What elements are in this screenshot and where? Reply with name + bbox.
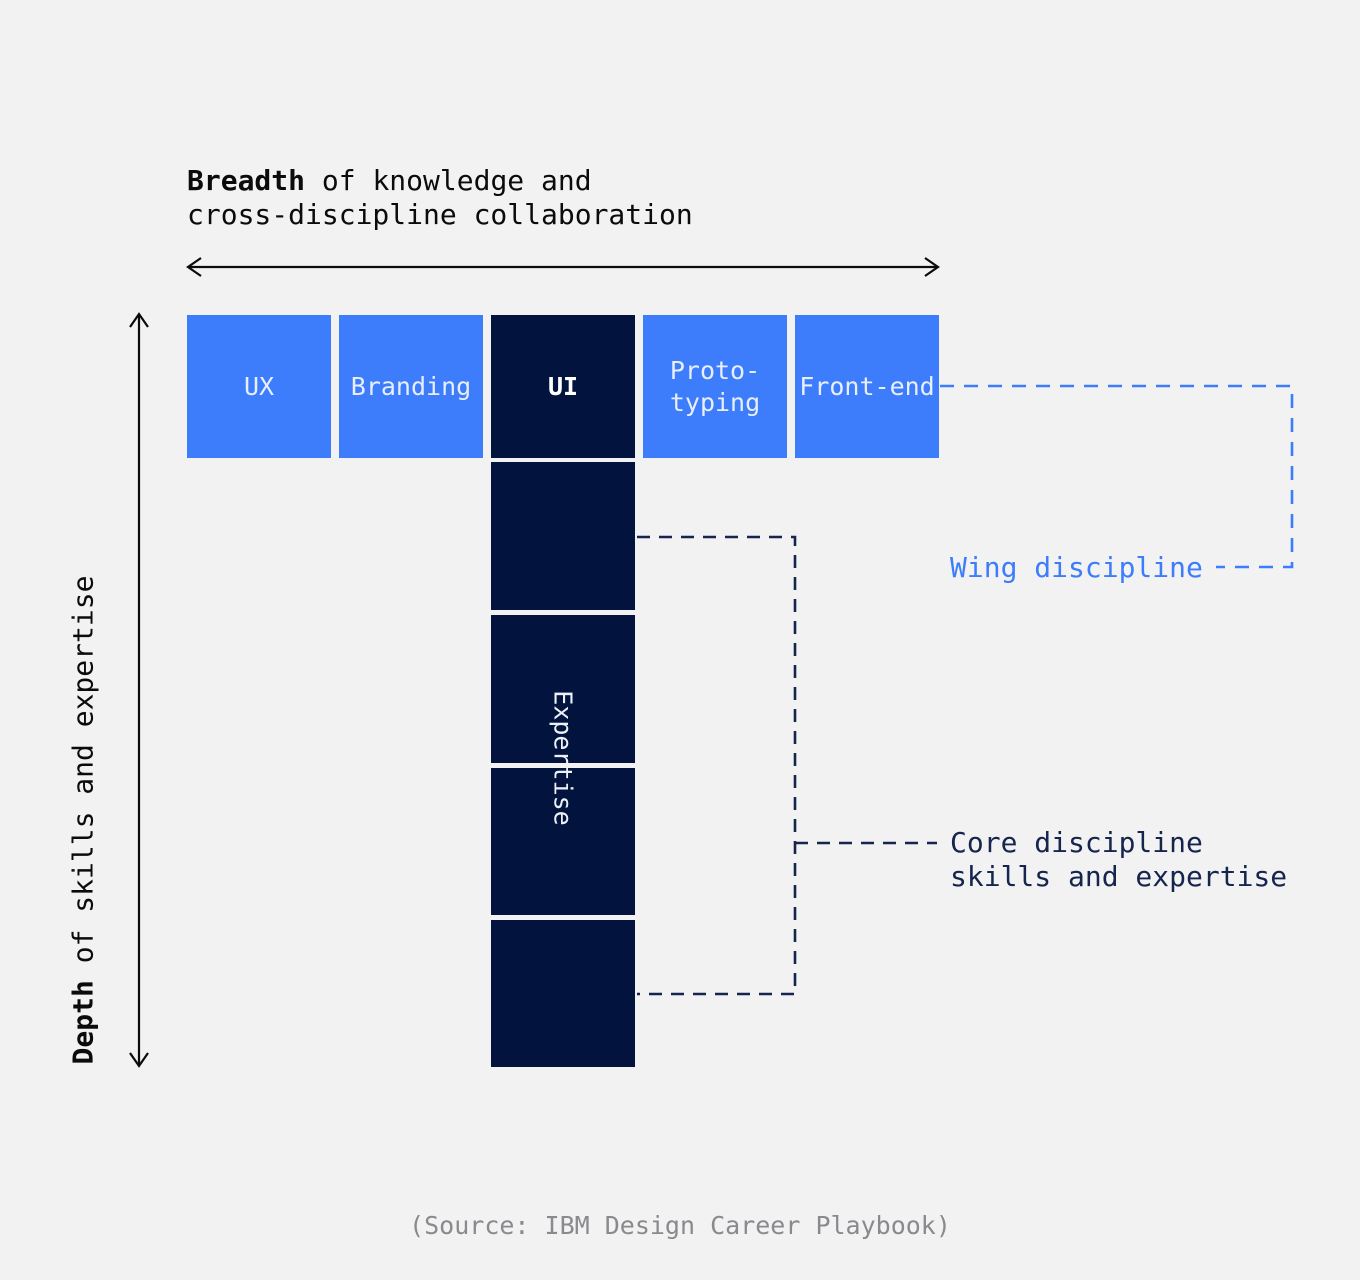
- core-discipline-label-line1: Core discipline: [950, 826, 1203, 859]
- expertise-column-label: Expertise: [548, 690, 578, 826]
- core-depth-box-4: [491, 920, 635, 1067]
- discipline-box-ui: UI: [491, 315, 635, 458]
- breadth-arrow: [186, 257, 940, 277]
- wing-discipline-connector: [940, 384, 1294, 569]
- breadth-bold-word: Breadth: [187, 164, 306, 197]
- breadth-axis-label-line1: Breadth of knowledge and: [187, 164, 592, 197]
- source-credit: (Source: IBM Design Career Playbook): [409, 1211, 951, 1240]
- discipline-box-label: Proto-typing: [669, 355, 761, 417]
- discipline-box-ux: UX: [187, 315, 331, 458]
- discipline-box-label: Front-end: [799, 371, 935, 401]
- discipline-box-branding: Branding: [339, 315, 483, 458]
- core-discipline-connector: [637, 535, 937, 996]
- breadth-axis-label: Breadth of knowledge and cross-disciplin…: [187, 164, 693, 232]
- discipline-box-label: UX: [243, 371, 275, 401]
- discipline-box-prototyping: Proto-typing: [643, 315, 787, 458]
- discipline-box-label: Branding: [350, 371, 472, 401]
- discipline-box-frontend: Front-end: [795, 315, 939, 458]
- core-depth-box-3: [491, 768, 635, 915]
- breadth-axis-label-line2: cross-discipline collaboration: [187, 198, 693, 231]
- core-discipline-label-line2: skills and expertise: [950, 860, 1288, 893]
- core-depth-box-2: [491, 615, 635, 763]
- wing-discipline-label: Wing discipline: [950, 551, 1203, 584]
- depth-arrow: [129, 312, 149, 1068]
- depth-bold-word: Depth: [66, 980, 100, 1065]
- depth-axis-label: Depth of skills and expertise: [66, 575, 100, 1065]
- core-discipline-label: Core discipline skills and expertise: [950, 826, 1287, 894]
- core-depth-box-1: [491, 462, 635, 610]
- discipline-box-label: UI: [547, 371, 579, 401]
